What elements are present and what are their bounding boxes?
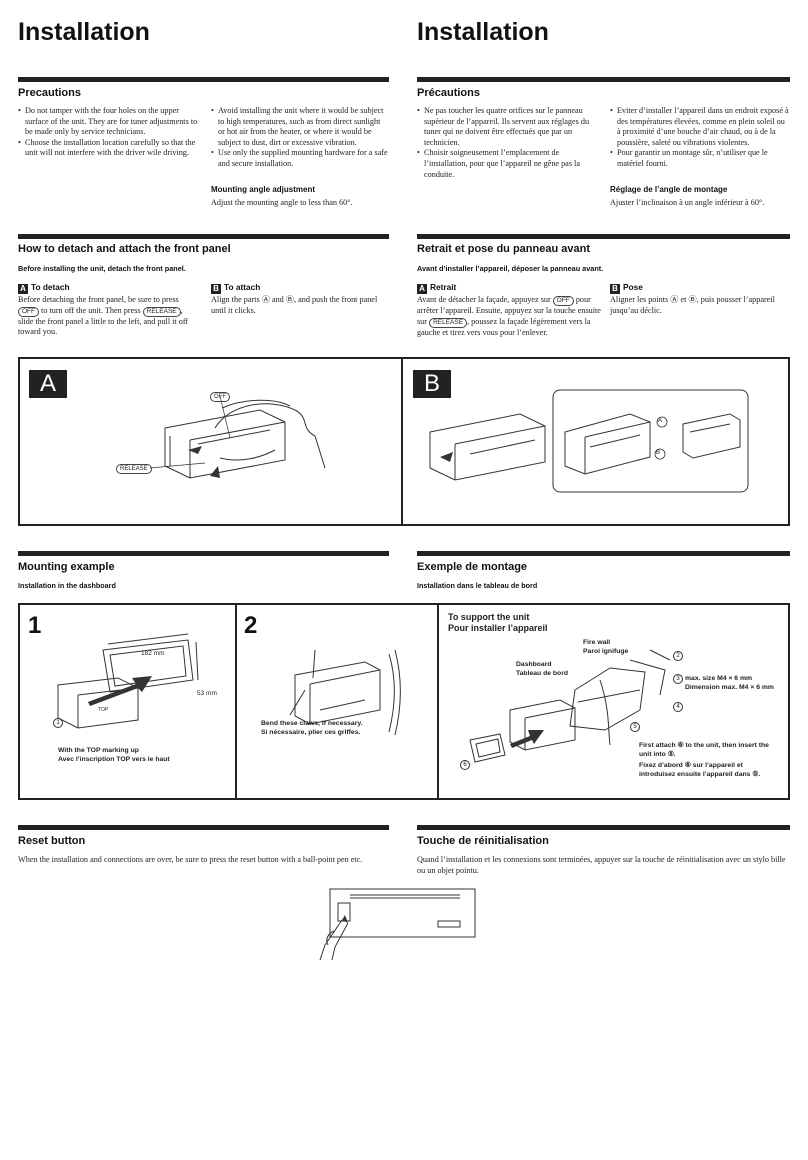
step2-caption-fr: Si nécessaire, plier ces griffes. — [261, 729, 361, 736]
mounting-heading-fr: Exemple de montage — [417, 561, 528, 573]
size-label-en: max. size M4 × 6 mm — [685, 675, 753, 682]
mark-a-label: A — [658, 418, 663, 424]
list-item: Choisir soigneusement l’emplacement de l… — [417, 148, 601, 180]
attach-illustration — [429, 389, 749, 493]
mounting-sub-en: Installation in the dashboard — [18, 581, 116, 590]
to-detach-text-en: Before detaching the front panel, be sur… — [18, 295, 189, 337]
figure-letter-b: B — [413, 370, 451, 398]
off-key: OFF — [552, 296, 574, 306]
list-item: Avoid installing the unit where it would… — [211, 106, 389, 148]
dashboard-label-fr: Tableau de bord — [516, 670, 568, 677]
reset-text-fr: Quand l’installation et les connexions s… — [417, 855, 786, 875]
box-letter-a: A — [18, 284, 28, 294]
section-rule — [417, 234, 790, 239]
mounting-figure-frame — [18, 603, 790, 800]
detach-illustration — [149, 395, 326, 479]
box-letter-a: A — [417, 284, 427, 294]
detach-sub-en: Before installing the unit, detach the f… — [18, 264, 186, 273]
step1-caption-fr: Avec l’inscription TOP vers le haut — [58, 756, 170, 763]
first-attach-en: First attach ⑥ to the unit, then insert … — [639, 742, 769, 758]
list-item: Do not tamper with the four holes on the… — [18, 106, 200, 138]
angle-text-fr: Ajuster l’inclinaison à un angle inférie… — [610, 198, 765, 207]
box-letter-b: B — [211, 284, 221, 294]
dimension-height: 53 mm — [197, 690, 217, 697]
angle-heading-fr: Réglage de l’angle de montage — [610, 185, 728, 194]
to-attach-text-fr: Aligner les points Ⓐ et Ⓑ, puis pousser … — [610, 295, 775, 315]
figure-divider — [401, 359, 403, 524]
off-label: OFF — [210, 392, 230, 402]
mounting-sub-fr: Installation dans le tableau de bord — [417, 581, 538, 590]
precautions-heading-fr: Précautions — [417, 87, 480, 99]
mark-b-label: B — [656, 450, 661, 456]
section-rule — [18, 77, 389, 82]
firewall-label-fr: Paroi ignifuge — [583, 648, 629, 655]
list-item: Choose the installation location careful… — [18, 138, 200, 159]
detach-figure-frame — [18, 357, 790, 526]
list-item: Ne pas toucher les quatre orifices sur l… — [417, 106, 601, 148]
step-number-2: 2 — [244, 612, 258, 639]
callout-1: 1 — [53, 718, 63, 728]
step2-caption-en: Bend these claws, if necessary. — [261, 720, 363, 727]
section-rule — [18, 234, 389, 239]
reset-text-en: When the installation and connections ar… — [18, 855, 363, 864]
precautions-heading-en: Precautions — [18, 87, 81, 99]
callout-3: 3 — [673, 674, 683, 684]
support-title-en: To support the unit — [448, 612, 530, 622]
section-rule — [18, 551, 389, 556]
callout-6: 6 — [460, 760, 470, 770]
reset-heading-fr: Touche de réinitialisation — [417, 835, 549, 847]
mounting-heading-en: Mounting example — [18, 561, 115, 573]
section-rule — [18, 825, 389, 830]
off-key: OFF — [18, 306, 39, 317]
angle-heading-en: Mounting angle adjustment — [211, 185, 315, 194]
release-label: RELEASE — [116, 464, 152, 474]
dimension-width: 182 mm — [141, 650, 165, 657]
figure-divider — [235, 605, 237, 798]
release-key: RELEASE — [429, 317, 468, 328]
callout-4: 4 — [673, 702, 683, 712]
support-title-fr: Pour installer l’appareil — [448, 623, 548, 633]
support-illustration — [469, 649, 671, 763]
section-rule — [417, 551, 790, 556]
callout-2: 2 — [673, 651, 683, 661]
reset-heading-en: Reset button — [18, 835, 86, 847]
precautions-list-fr-1: Ne pas toucher les quatre orifices sur l… — [417, 106, 601, 180]
precautions-list-fr-2: Eviter d’installer l’appareil dans un en… — [610, 106, 790, 170]
reset-illustration — [319, 888, 476, 961]
list-item: Pour garantir un montage sûr, n’utiliser… — [610, 148, 790, 169]
angle-text-en: Adjust the mounting angle to less than 6… — [211, 198, 353, 207]
dashboard-label-en: Dashboard — [516, 661, 552, 668]
precautions-list-en-1: Do not tamper with the four holes on the… — [18, 106, 200, 159]
detach-heading-en: How to detach and attach the front panel — [18, 243, 231, 255]
to-attach-text-en: Align the parts Ⓐ and Ⓑ, and push the fr… — [211, 295, 378, 315]
detach-sub-fr: Avant d’installer l’appareil, déposer la… — [417, 264, 604, 273]
figure-letter-a: A — [29, 370, 67, 398]
page-title-en: Installation — [18, 18, 150, 46]
firewall-label-en: Fire wall — [583, 639, 611, 646]
step-number-1: 1 — [28, 612, 42, 639]
top-marking: TOP — [98, 707, 109, 713]
callout-5: 5 — [630, 722, 640, 732]
precautions-list-en-2: Avoid installing the unit where it would… — [211, 106, 389, 170]
first-attach-fr: Fixez d’abord ⑥ sur l’appareil et introd… — [639, 762, 761, 778]
size-label-fr: Dimension max. M4 × 6 mm — [685, 684, 774, 691]
step1-caption-en: With the TOP marking up — [58, 747, 139, 754]
release-key: RELEASE — [142, 306, 181, 317]
claws-illustration — [289, 649, 401, 736]
section-rule — [417, 77, 790, 82]
section-rule — [417, 825, 790, 830]
figure-divider — [437, 605, 439, 798]
detach-heading-fr: Retrait et pose du panneau avant — [417, 243, 590, 255]
sleeve-illustration — [57, 633, 199, 729]
list-item: Eviter d’installer l’appareil dans un en… — [610, 106, 790, 148]
list-item: Use only the supplied mounting hardware … — [211, 148, 389, 169]
page-title-fr: Installation — [417, 18, 549, 46]
box-letter-b: B — [610, 284, 620, 294]
to-detach-text-fr: Avant de détacher la façade, appuyez sur… — [417, 295, 601, 337]
